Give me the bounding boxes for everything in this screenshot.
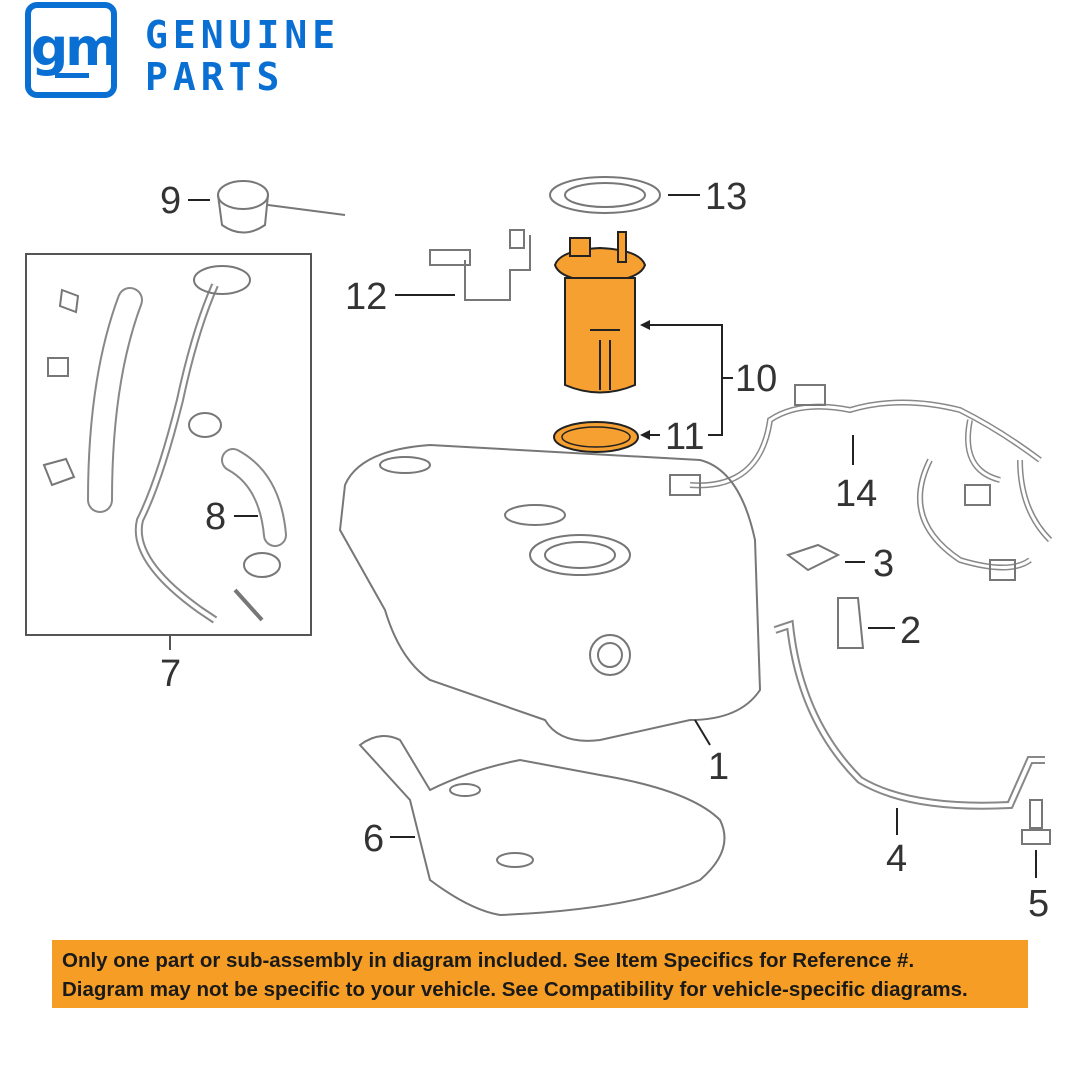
disclaimer-banner: Only one part or sub-assembly in diagram…	[52, 940, 1028, 1008]
disclaimer-line-1: Only one part or sub-assembly in diagram…	[62, 949, 915, 972]
part-2	[837, 597, 865, 649]
brand-line-1: GENUINE	[145, 13, 341, 57]
callout-10: 10	[735, 358, 778, 400]
callout-7: 7	[160, 653, 182, 695]
callout-1: 1	[708, 746, 730, 788]
callout-4: 4	[886, 838, 908, 880]
callout-5: 5	[1028, 883, 1050, 925]
callout-6: 6	[363, 818, 385, 860]
callout-8: 8	[205, 496, 227, 538]
part-3	[785, 543, 841, 572]
callout-11: 11	[665, 416, 705, 458]
gm-logo-underline	[55, 73, 89, 78]
gm-logo: gm	[25, 2, 119, 98]
disclaimer-line-2: Diagram may not be specific to your vehi…	[62, 978, 968, 1001]
callout-9: 9	[160, 180, 182, 222]
callout-2: 2	[900, 610, 922, 652]
heat-shield	[358, 735, 726, 917]
callout-arrows	[188, 194, 1037, 878]
brand-line-2: PARTS	[145, 55, 285, 99]
filler-pipe	[134, 283, 219, 624]
gm-logo-mark: gm	[31, 18, 119, 78]
filler-neck-flange	[193, 265, 251, 295]
lock-ring	[549, 176, 661, 214]
fuel-pump-module	[553, 231, 647, 394]
callout-13: 13	[705, 176, 748, 218]
fuel-level-sender	[429, 235, 531, 301]
callout-12: 12	[345, 276, 388, 318]
callout-14: 14	[835, 473, 878, 515]
fuel-tank	[338, 443, 762, 742]
filler-assembly-box	[25, 253, 312, 636]
fuel-cap	[217, 180, 269, 210]
strap-bolt	[1021, 799, 1051, 845]
callout-3: 3	[873, 543, 895, 585]
